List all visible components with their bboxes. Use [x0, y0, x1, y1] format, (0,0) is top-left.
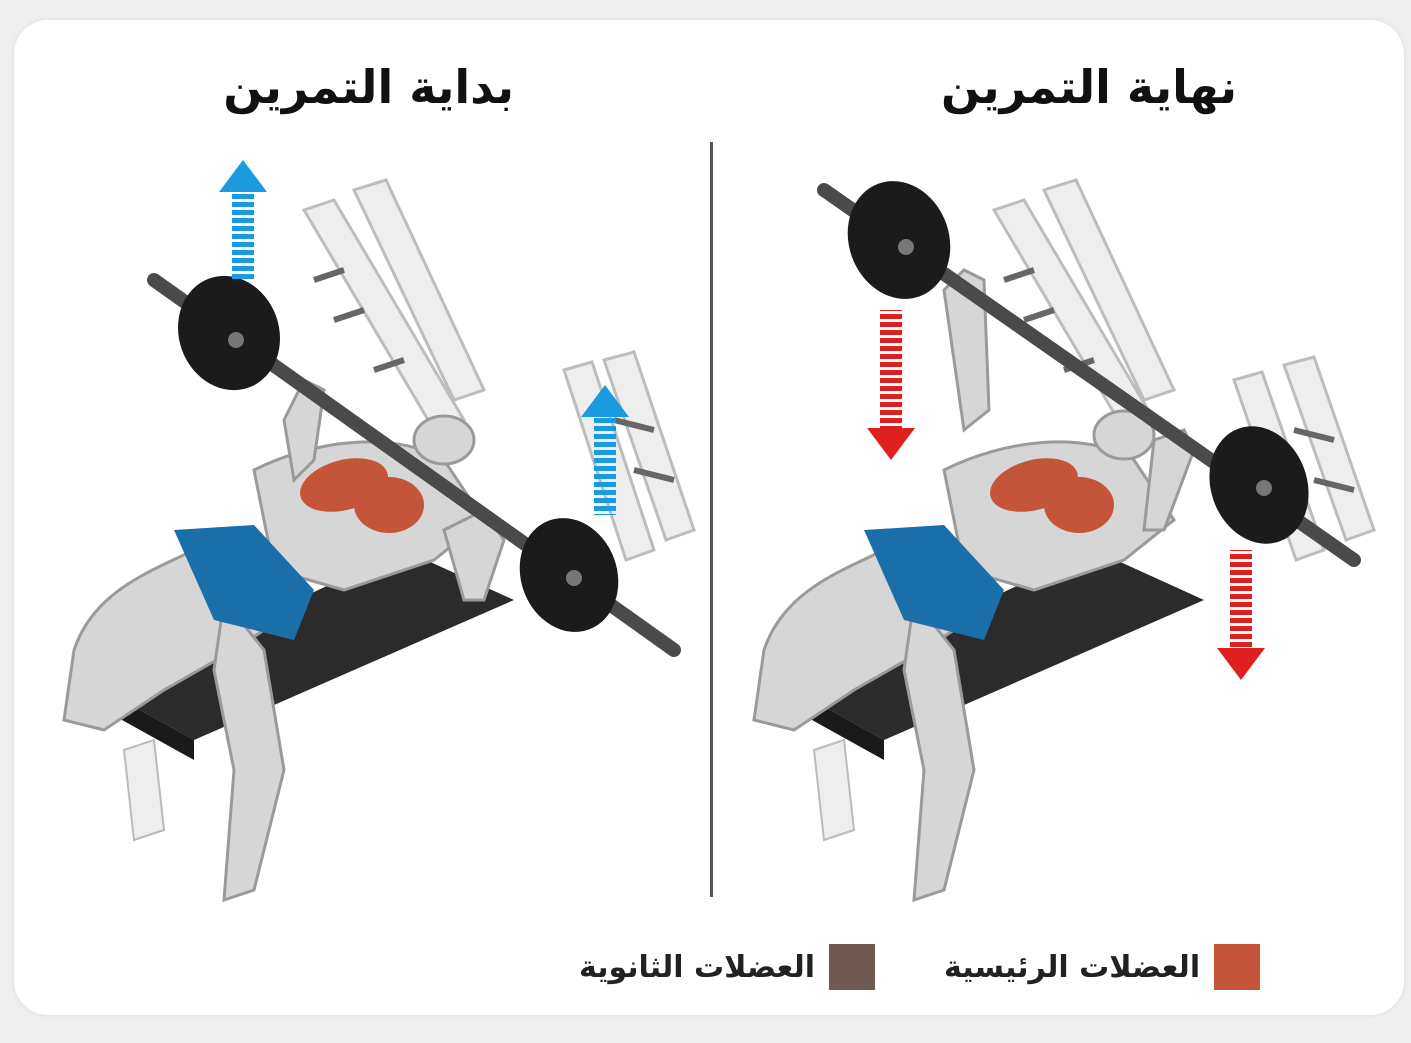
arrow-up-icon [219, 160, 267, 280]
start-phase-title: بداية التمرين [224, 60, 514, 114]
exercise-card: بداية التمرين نهاية التمرين [14, 20, 1404, 1015]
secondary-muscles-label: العضلات الثانوية [579, 950, 815, 985]
end-illustration [714, 130, 1404, 930]
primary-muscles-swatch [1214, 944, 1260, 990]
panel-divider [710, 142, 713, 897]
arrow-down-icon [867, 310, 915, 460]
arrow-down-icon [1217, 550, 1265, 680]
secondary-muscles-swatch [829, 944, 875, 990]
end-phase-title: نهاية التمرين [934, 60, 1244, 114]
legend-primary: العضلات الرئيسية [944, 942, 1260, 992]
primary-muscles-label: العضلات الرئيسية [944, 950, 1200, 985]
start-illustration [14, 130, 710, 930]
legend-secondary: العضلات الثانوية [579, 942, 875, 992]
